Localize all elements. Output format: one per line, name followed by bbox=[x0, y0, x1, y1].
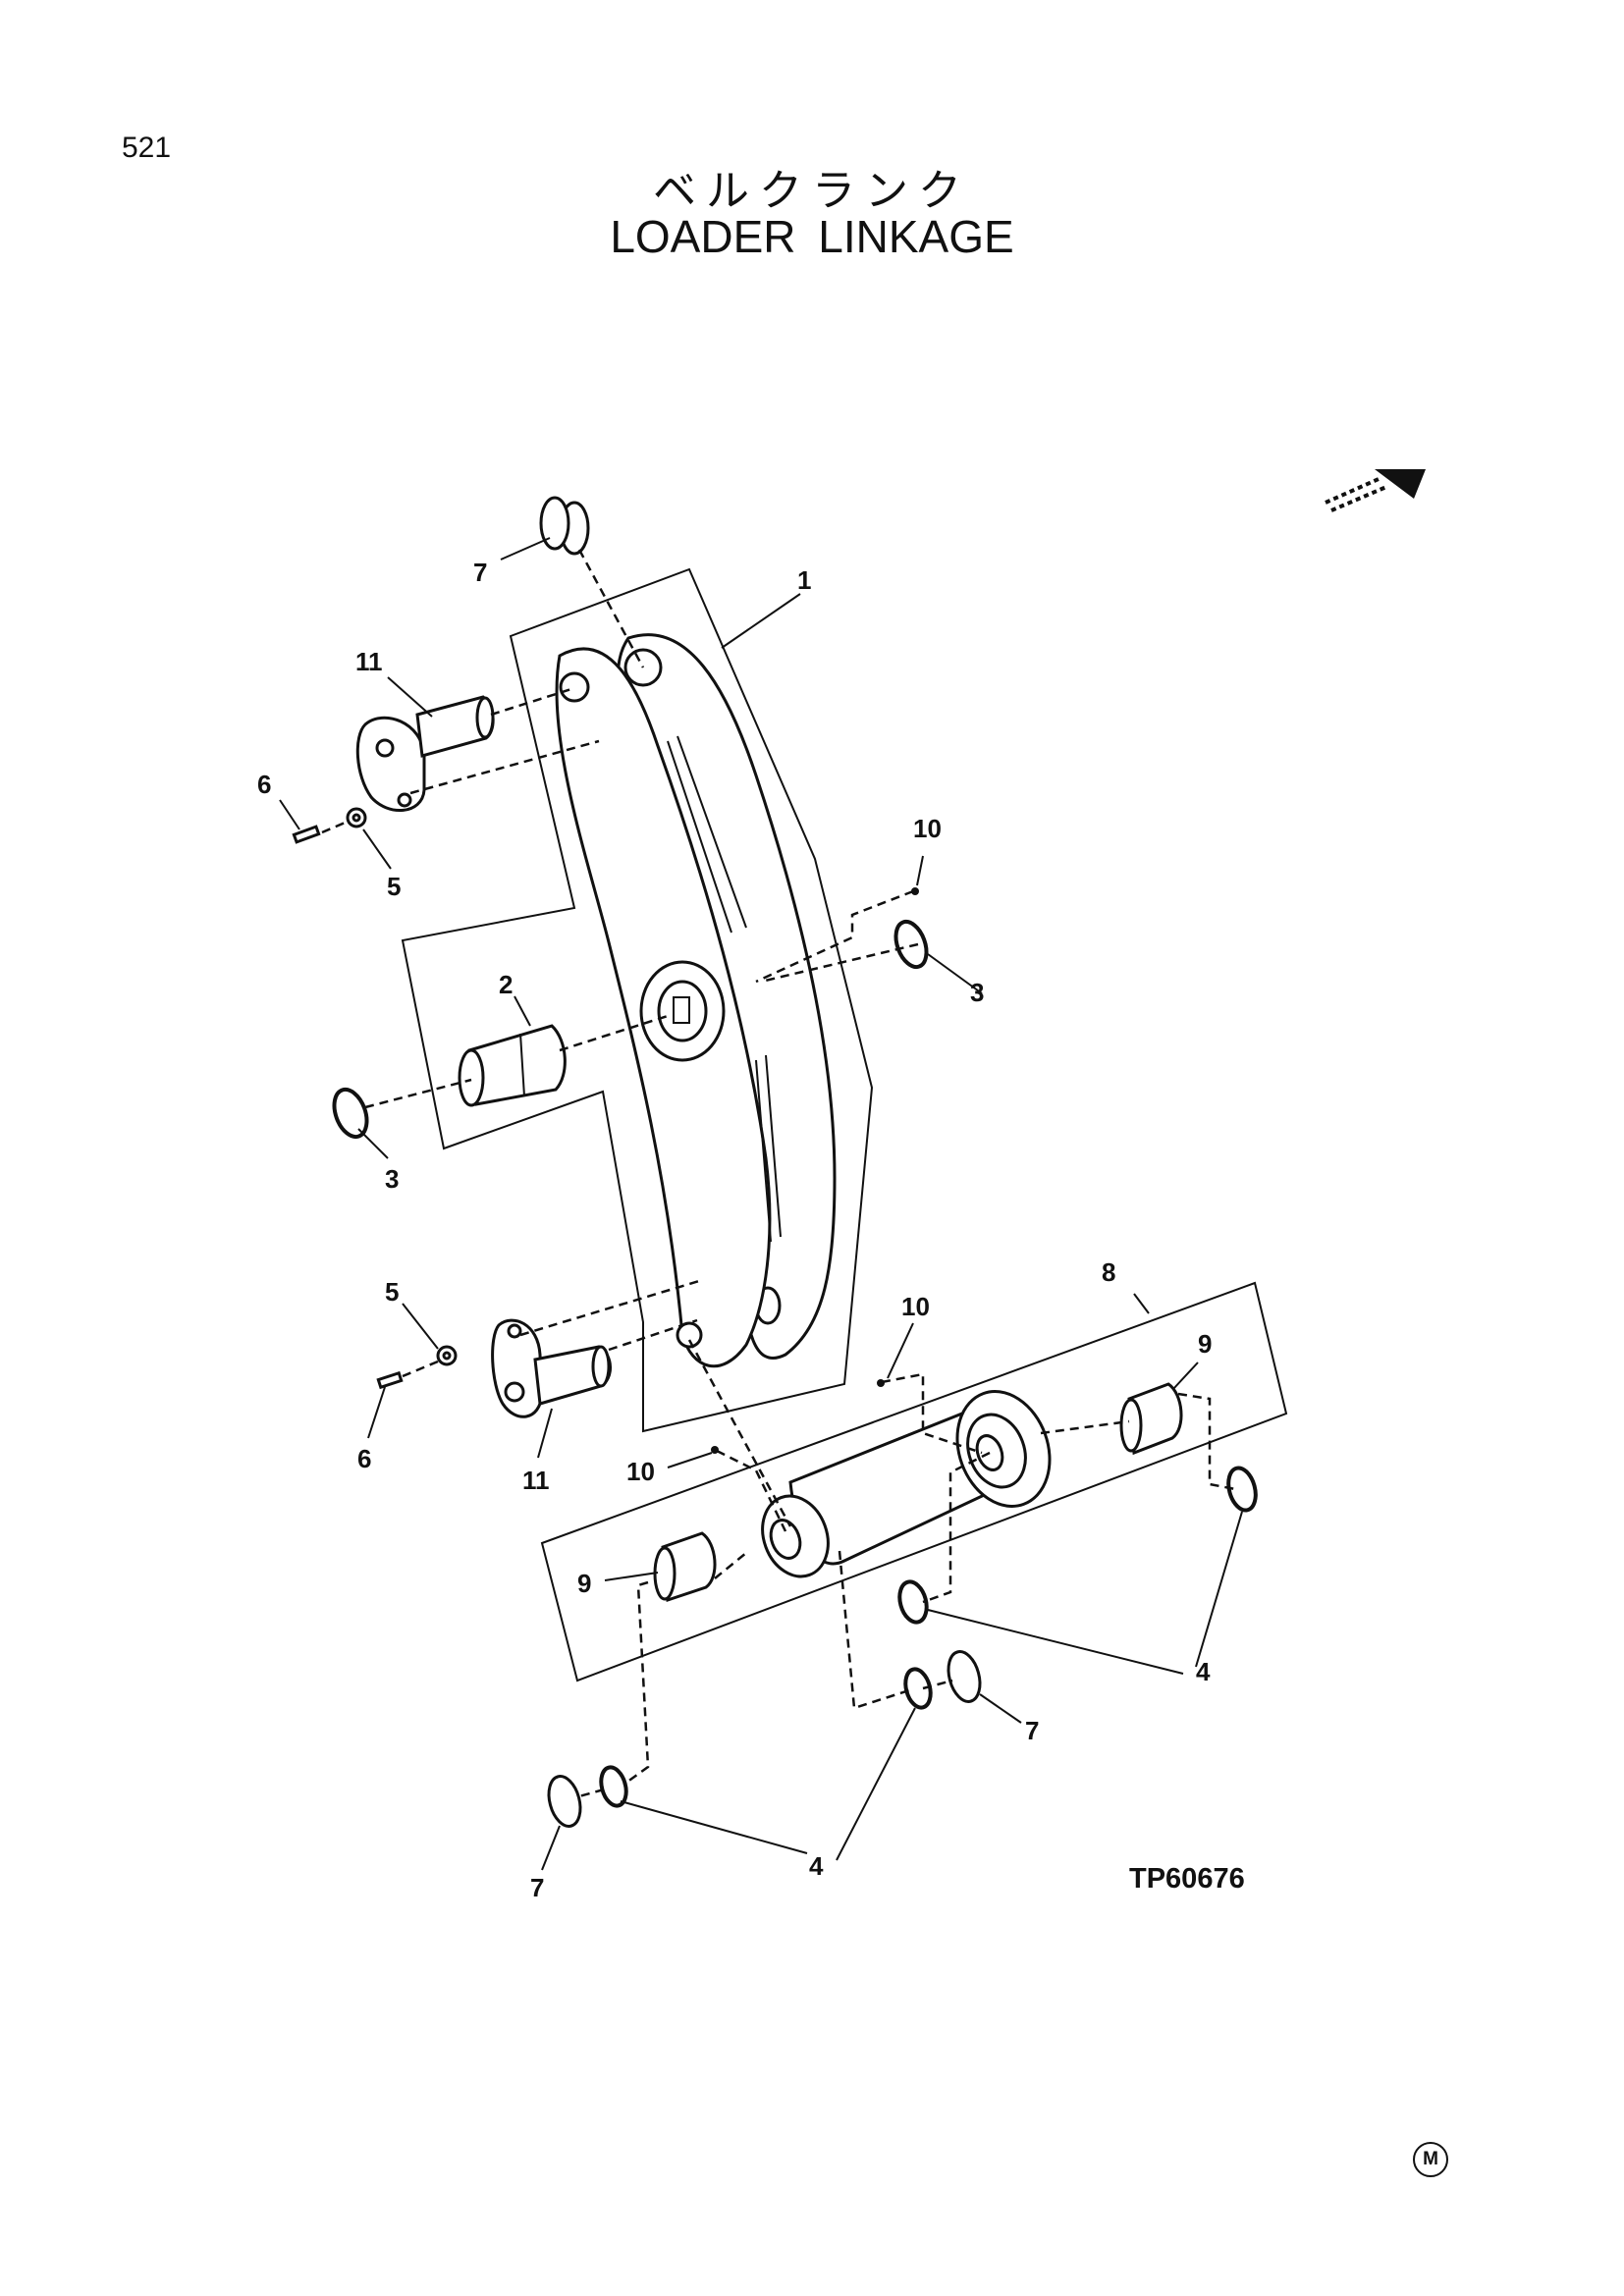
seal-part-3-left bbox=[332, 1087, 369, 1140]
pin-part-2 bbox=[458, 1024, 567, 1107]
callout-1: 1 bbox=[797, 565, 811, 595]
callout-6-upper: 6 bbox=[257, 770, 271, 799]
direction-arrow-icon bbox=[1325, 469, 1426, 512]
shim-part-7-lower-left bbox=[547, 1775, 582, 1828]
callout-5-upper: 5 bbox=[387, 872, 401, 901]
callout-9-right: 9 bbox=[1198, 1329, 1212, 1359]
assembly-boundary-8 bbox=[540, 1281, 1288, 1682]
callout-6-lower: 6 bbox=[357, 1444, 371, 1473]
callout-7-lower-mid: 7 bbox=[1025, 1716, 1039, 1745]
shim-part-7-lower-mid bbox=[947, 1650, 982, 1703]
callout-3-left: 3 bbox=[385, 1164, 399, 1194]
callout-10-upper: 10 bbox=[913, 814, 942, 843]
assembly-boundary-1 bbox=[401, 567, 874, 1433]
callout-7-upper: 7 bbox=[473, 558, 487, 587]
page-title: LOADER LINKAGE bbox=[610, 211, 1014, 262]
callout-5-lower: 5 bbox=[385, 1277, 399, 1307]
bushing-part-9-left bbox=[653, 1531, 717, 1603]
shim-part-7-upper bbox=[539, 496, 590, 556]
corner-mark-icon: M bbox=[1413, 2142, 1448, 2177]
seal-part-4-right bbox=[1226, 1466, 1258, 1513]
seal-part-3-right bbox=[893, 919, 929, 970]
seal-part-4-lower-mid bbox=[903, 1667, 933, 1710]
page-title-japanese: ベルクランク bbox=[653, 166, 971, 216]
grease-fitting-10-lower bbox=[711, 1446, 719, 1454]
callout-4-right: 4 bbox=[1196, 1657, 1211, 1686]
callout-8: 8 bbox=[1102, 1257, 1115, 1287]
bolt-part-6-upper bbox=[292, 825, 321, 844]
callout-10-middle: 10 bbox=[901, 1292, 930, 1321]
pin-part-11-lower bbox=[491, 1318, 612, 1418]
callout-11-lower: 11 bbox=[522, 1466, 550, 1495]
callout-3-right: 3 bbox=[970, 978, 984, 1007]
page-number: 521 bbox=[122, 132, 172, 164]
grease-fitting-10-upper bbox=[911, 887, 919, 895]
bushing-part-9-right bbox=[1119, 1382, 1183, 1456]
leader-lines bbox=[279, 537, 1243, 1871]
callout-2: 2 bbox=[499, 970, 513, 999]
callout-7-lower-left: 7 bbox=[530, 1873, 544, 1902]
pin-part-11-upper bbox=[355, 695, 495, 812]
drawing-code: TP60676 bbox=[1129, 1863, 1245, 1895]
callout-11-upper: 11 bbox=[355, 647, 383, 676]
callout-4-bottom: 4 bbox=[809, 1851, 824, 1881]
bell-crank-part bbox=[555, 633, 837, 1368]
assembly-lines bbox=[321, 549, 1236, 1798]
seal-part-4-center bbox=[897, 1579, 929, 1625]
bolt-part-6-lower bbox=[376, 1370, 404, 1390]
grease-fitting-10-middle bbox=[877, 1379, 885, 1387]
callout-9-left: 9 bbox=[577, 1569, 591, 1598]
callout-10-lower: 10 bbox=[626, 1457, 655, 1486]
